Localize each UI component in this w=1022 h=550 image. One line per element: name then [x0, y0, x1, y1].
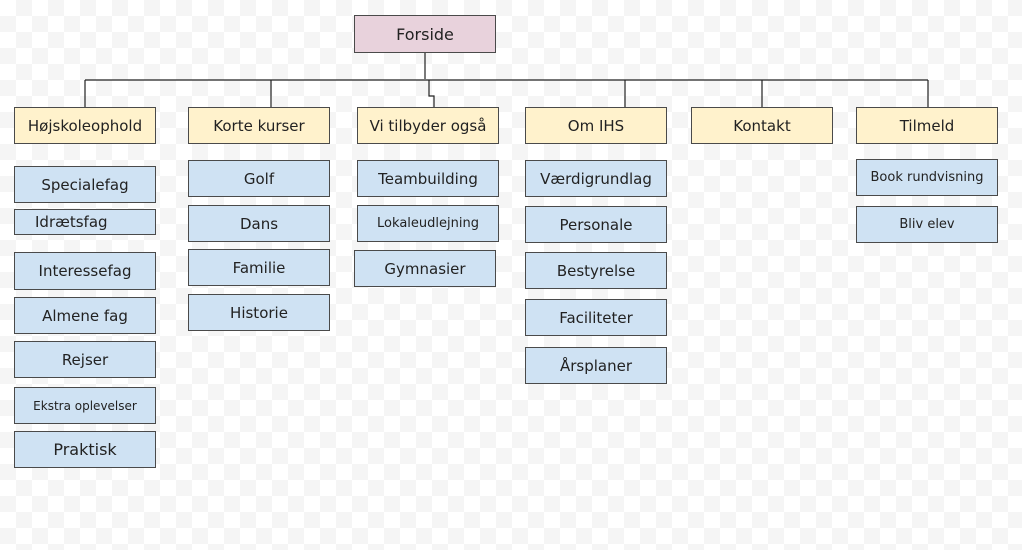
- section-tilmeld: Tilmeld: [856, 107, 998, 144]
- page-almene-fag: Almene fag: [14, 297, 156, 334]
- connector-vi-tilbyder-ogsa: [428, 80, 435, 107]
- page-interessefag: Interessefag: [14, 252, 156, 290]
- page-arsplaner: Årsplaner: [525, 347, 667, 384]
- page-teambuilding: Teambuilding: [357, 160, 499, 197]
- page-praktisk: Praktisk: [14, 431, 156, 468]
- section-hojskoleophold: Højskoleophold: [14, 107, 156, 144]
- page-bestyrelse: Bestyrelse: [525, 252, 667, 289]
- section-kontakt: Kontakt: [691, 107, 833, 144]
- page-personale: Personale: [525, 206, 667, 243]
- root-node-forside: Forside: [354, 15, 496, 53]
- page-golf: Golf: [188, 160, 330, 197]
- section-vi-tilbyder-ogsa: Vi tilbyder også: [357, 107, 499, 144]
- page-book-rundvisning: Book rundvisning: [856, 159, 998, 196]
- page-lokaleudlejning: Lokaleudlejning: [357, 205, 499, 242]
- page-bliv-elev: Bliv elev: [856, 206, 998, 243]
- page-historie: Historie: [188, 294, 330, 331]
- page-faciliteter: Faciliteter: [525, 299, 667, 336]
- page-vaerdigrundlag: Værdigrundlag: [525, 160, 667, 197]
- page-dans: Dans: [188, 205, 330, 242]
- section-korte-kurser: Korte kurser: [188, 107, 330, 144]
- page-rejser: Rejser: [14, 341, 156, 378]
- page-specialefag: Specialefag: [14, 166, 156, 203]
- page-ekstra-oplevelser: Ekstra oplevelser: [14, 387, 156, 424]
- page-gymnasier: Gymnasier: [354, 250, 496, 287]
- section-om-ihs: Om IHS: [525, 107, 667, 144]
- page-familie: Familie: [188, 249, 330, 286]
- page-idraetsfag: Idrætsfag: [14, 209, 156, 235]
